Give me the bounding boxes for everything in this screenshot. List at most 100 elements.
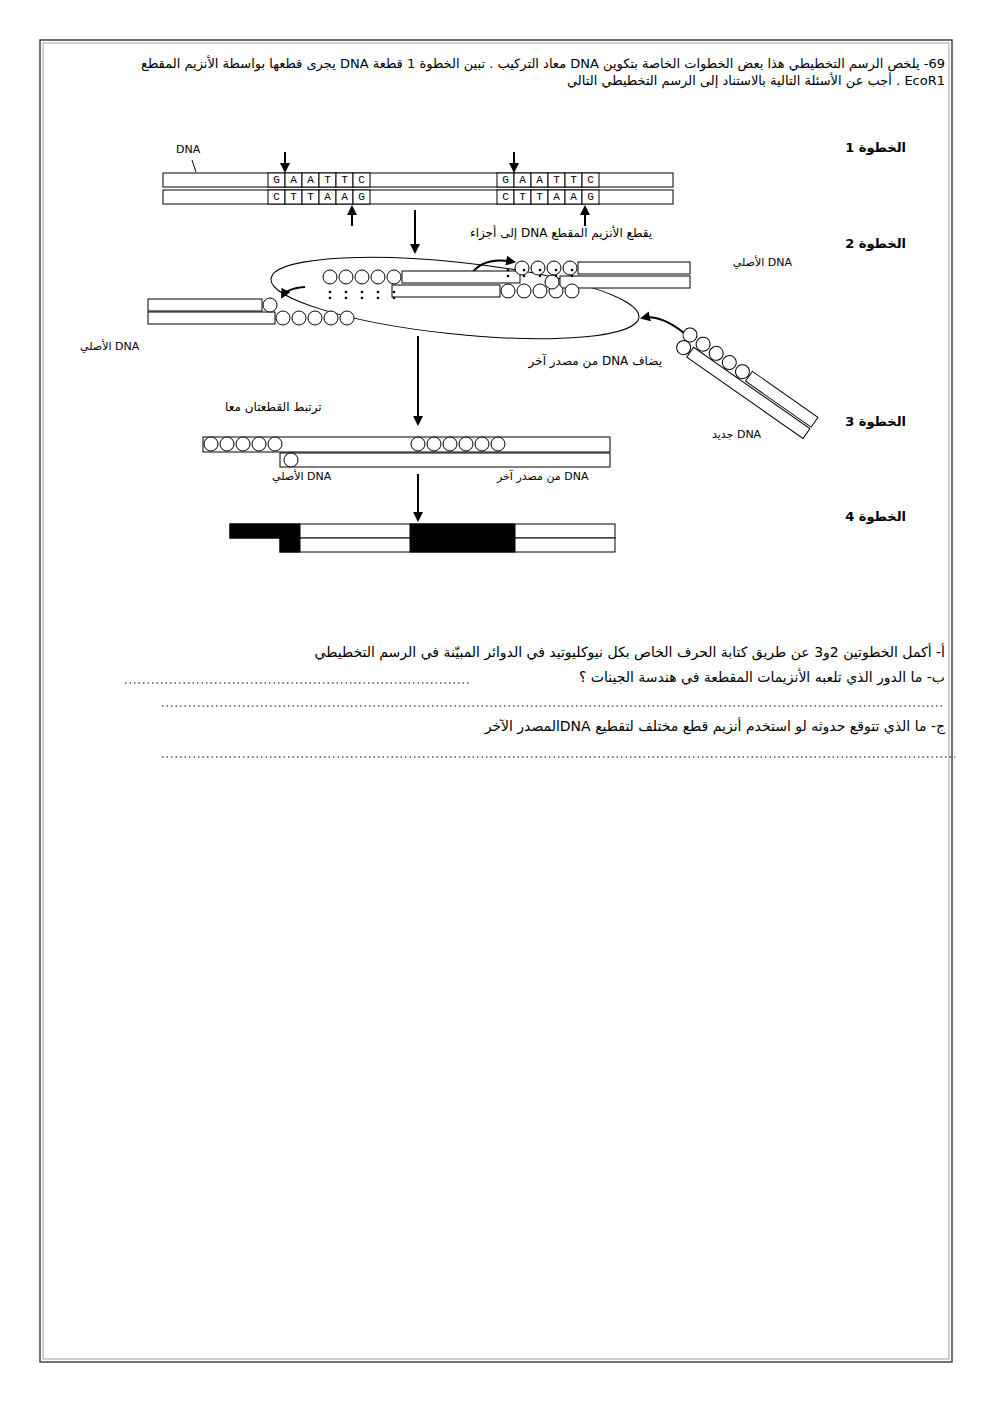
step2-fragments-part-part	[377, 297, 380, 300]
step3-recombinant-part-part	[204, 437, 218, 451]
step2-fragments-part-part	[323, 270, 337, 284]
step1-dna-part	[163, 173, 673, 187]
question-intro: 69- يلخص الرسم التخطيطي هذا بعض الخطوات …	[105, 56, 945, 90]
base-sequence: GAATTC	[273, 173, 375, 187]
step2-fragments-part-part	[393, 291, 396, 294]
step3-recombinant-part-part	[220, 437, 234, 451]
step2-fragments-part	[263, 261, 579, 325]
step2-fragments-part	[148, 312, 275, 324]
step2-fragments-part-part-part	[733, 362, 752, 381]
step2-fragments-part-part	[507, 275, 510, 278]
cut-arrows	[285, 152, 585, 226]
step4-result	[230, 524, 615, 552]
step3-recombinant-part-part	[475, 437, 489, 451]
step2-fragments-part-part	[555, 269, 558, 272]
dna-label: DNA من مصدر آخر	[497, 470, 588, 484]
question-text: أ- أكمل الخطوتين 2و3 عن طريق كتابة الحرف…	[315, 643, 945, 661]
step2-fragments-part-part	[539, 275, 542, 278]
step2-fragments-part-part	[687, 347, 810, 438]
step2-fragments-part	[578, 262, 690, 274]
step2-fragments-part-part	[547, 261, 561, 275]
step2-fragments-part-part	[563, 261, 577, 275]
step2-fragments-part-part	[329, 291, 332, 294]
answer-dotted-lines-part	[162, 756, 955, 757]
step2-fragments-part-part	[276, 311, 290, 325]
answer-dotted-lines-part	[162, 705, 945, 706]
step3-recombinant-part-part	[252, 437, 266, 451]
step2-fragments-part-part	[523, 269, 526, 272]
cut-arrows-part	[513, 152, 515, 171]
cut-arrows-part	[351, 207, 353, 226]
step3-recombinant-part	[204, 437, 505, 467]
base-sequence: GAATTC	[502, 173, 604, 187]
step2-fragments-part-part	[539, 269, 542, 272]
step2-fragments-part-part	[531, 261, 545, 275]
cut-arrows-part	[584, 207, 586, 226]
step2-fragments-part-part	[292, 311, 306, 325]
step3-recombinant-part	[280, 453, 610, 467]
step2-fragments-part-part	[517, 284, 531, 298]
step3-recombinant-part-part	[427, 437, 441, 451]
step2-fragments-part-part	[545, 275, 559, 289]
caption-label: يقطع الأنزيم المقطع DNA إلى أجزاء	[470, 226, 652, 242]
step3-recombinant-part-part	[443, 437, 457, 451]
dna-label: DNA الأصلي	[733, 256, 792, 270]
step2-fragments-part-part	[355, 270, 369, 284]
step2-fragments-part	[148, 299, 262, 311]
step2-fragments-part-part	[571, 275, 574, 278]
step2-fragments-part-part	[345, 297, 348, 300]
step4-result-part	[230, 524, 300, 538]
step2-fragments-part-part	[371, 270, 385, 284]
dna-label: DNA جديد	[712, 428, 761, 442]
step3-recombinant-part-part	[491, 437, 505, 451]
page-border-inner	[43, 43, 949, 1359]
step2-fragments-part-part	[263, 298, 277, 312]
answer-dotted-lines-part	[125, 682, 470, 683]
step2-fragments-part-part	[672, 325, 752, 393]
step2-fragments-part-part	[533, 284, 547, 298]
cut-arrows-part	[284, 152, 286, 171]
step2-fragments-part	[329, 269, 574, 300]
caption-label: ترتبط القطعتان معا	[225, 400, 322, 416]
step2-fragments-part-part	[571, 269, 574, 272]
step3-recombinant-part-part	[411, 437, 425, 451]
step3-recombinant-part-part	[284, 453, 298, 467]
base-sequence: CTTAAG	[273, 190, 375, 204]
step1-dna-part	[163, 190, 673, 204]
step2-fragments-part-part	[565, 284, 579, 298]
step3-recombinant-part-part	[236, 437, 250, 451]
step2-fragments-part-part	[324, 311, 338, 325]
step2-fragments-part-part	[361, 291, 364, 294]
step4-result-part	[280, 538, 300, 552]
step2-fragments-part	[267, 243, 642, 353]
question-text: ج- ما الذي تتوقع حدوثه لو استخدم أنزيم ق…	[485, 717, 945, 735]
page-border	[40, 40, 952, 1362]
question-text: ب- ما الدور الذي تلعبه الأنزيمات المقطعة…	[579, 668, 945, 686]
step2-fragments-part-part	[329, 297, 332, 300]
caption-label: يضاف DNA من مصدر آخر	[529, 354, 662, 370]
step3-recombinant-part	[203, 437, 610, 452]
step3-recombinant-part-part	[459, 437, 473, 451]
step2-fragments-part-part	[339, 270, 353, 284]
step-label: الخطوة 3	[845, 414, 906, 431]
step2-fragments-part-part	[387, 270, 401, 284]
step2-fragments	[148, 243, 819, 440]
step2-fragments-part-part	[523, 275, 526, 278]
flow-arrows-part	[417, 474, 419, 520]
dna-label: DNA الأصلي	[80, 340, 139, 354]
step1-dna-part	[192, 160, 196, 172]
answer-dotted-lines	[125, 683, 955, 757]
step3-recombinant	[203, 437, 610, 467]
step2-fragments-part-part	[507, 269, 510, 272]
step2-fragments-part-part	[555, 275, 558, 278]
step-label: الخطوة 4	[845, 509, 906, 526]
flow-arrows-part	[642, 317, 684, 333]
step-label: الخطوة 1	[845, 140, 906, 157]
step2-fragments-part-part	[515, 261, 529, 275]
step2-fragments-part-part	[393, 297, 396, 300]
dna-tag: DNA	[176, 143, 200, 157]
step2-fragments-part	[392, 285, 500, 297]
flow-arrows	[282, 210, 684, 520]
flow-arrows-part	[417, 336, 419, 424]
